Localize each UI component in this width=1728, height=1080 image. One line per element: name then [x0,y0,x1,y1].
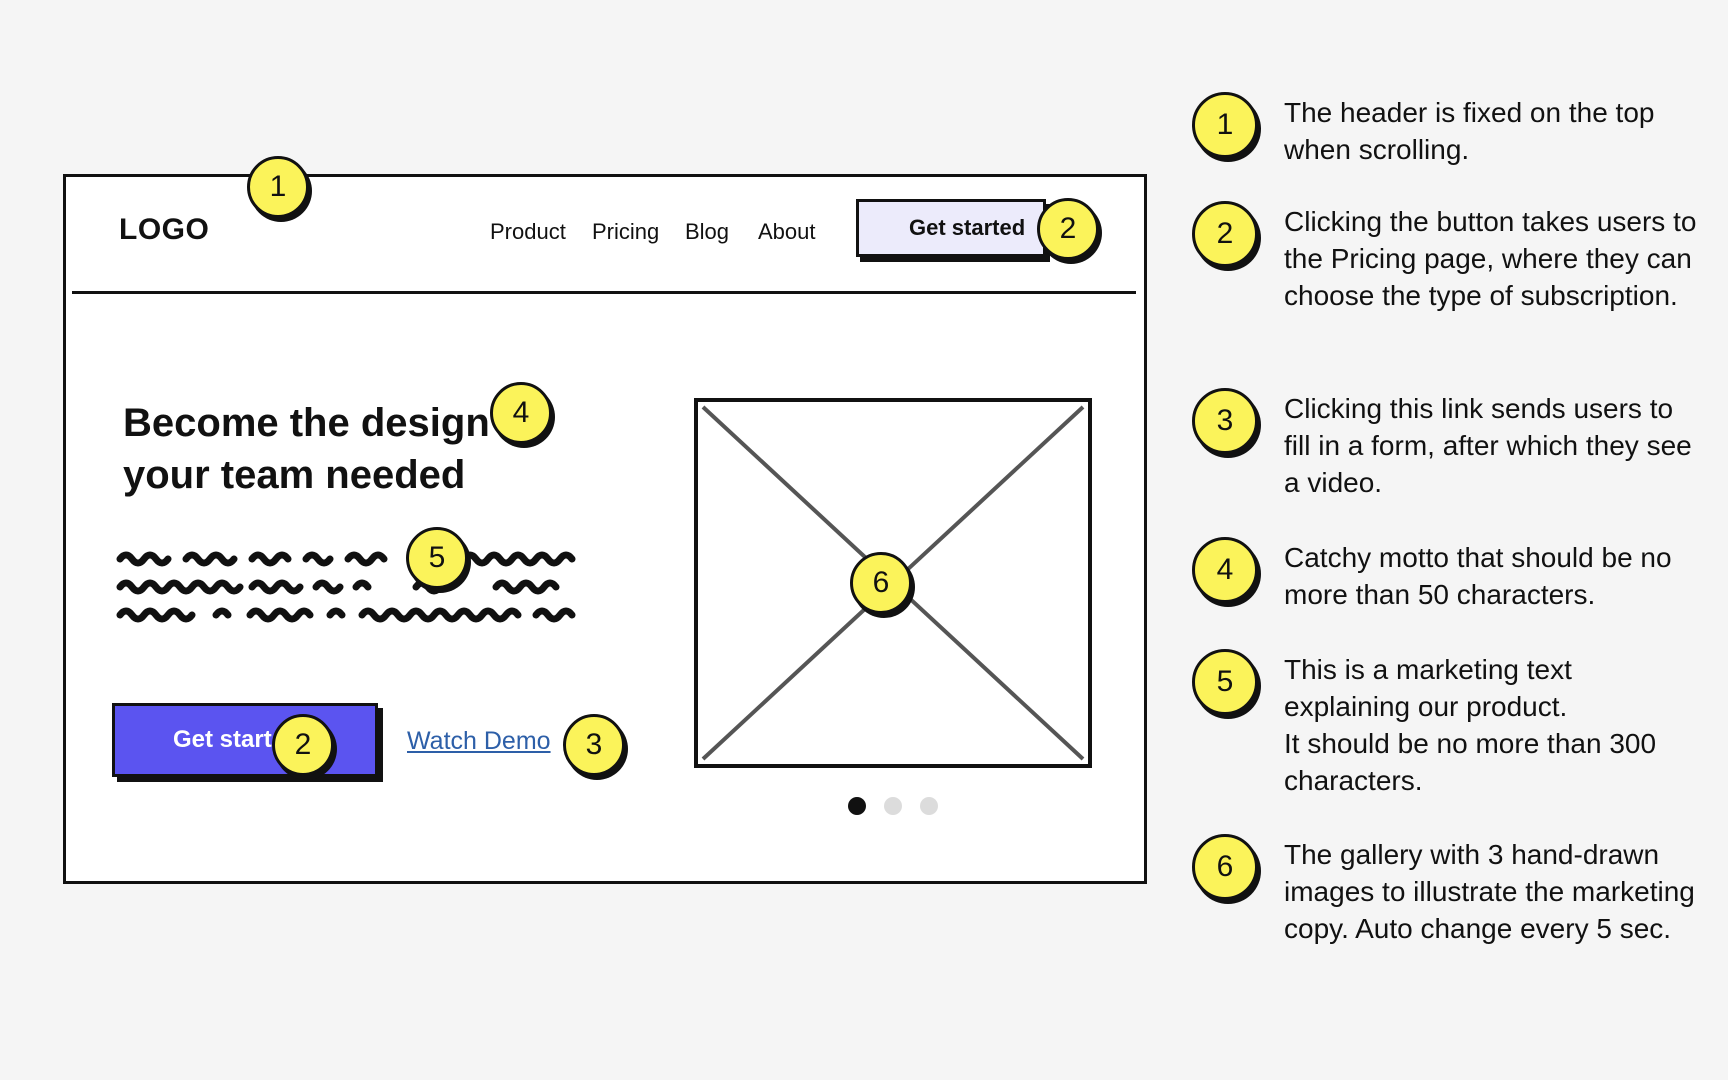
gallery-image-placeholder[interactable] [693,397,1093,769]
annotation-badge: 6 [1192,834,1258,900]
nav-pricing[interactable]: Pricing [592,219,660,244]
annotation-badge: 5 [1192,649,1258,715]
header-get-started-button[interactable]: Get started [856,199,1046,257]
annotation-text: Clicking this link sends users to fill i… [1284,393,1692,498]
annotation-badge: 1 [1192,92,1258,158]
annotation-badge: 4 [1192,537,1258,603]
header-divider [72,291,1136,294]
badge-marketing-text: 5 [406,527,468,589]
annotation-text: The header is fixed on the top when scro… [1284,97,1655,165]
nav-blog[interactable]: Blog [685,219,730,244]
badge-watch-demo: 3 [563,714,625,776]
annotation-badge: 2 [1192,201,1258,267]
gallery-pagination [848,797,938,815]
watch-demo-link[interactable]: Watch Demo [407,727,551,755]
logo: LOGO [119,213,210,246]
gallery-dot-1[interactable] [848,797,866,815]
annotation-text: Clicking the button takes users to the P… [1284,206,1697,311]
hero-headline: Become the design your team needed [123,401,490,497]
badge-header: 1 [247,156,309,218]
gallery-dot-3[interactable] [920,797,938,815]
badge-gallery: 6 [850,552,912,614]
badge-header-cta: 2 [1037,198,1099,260]
annotation-badge: 3 [1192,388,1258,454]
badge-headline: 4 [490,382,552,444]
hero-get-started-button[interactable]: Get started [112,703,378,777]
gallery-dot-2[interactable] [884,797,902,815]
wireframe-frame: LOGO Product Pricing Blog About Get star… [63,174,1147,884]
marketing-text-scribble [116,551,576,623]
annotation-text: The gallery with 3 hand-drawn images to … [1284,839,1695,944]
annotation-text: Catchy motto that should be no more than… [1284,542,1672,610]
nav-product[interactable]: Product [490,219,566,244]
annotation-list: 1 The header is fixed on the top when sc… [1188,0,1708,1080]
nav-about[interactable]: About [758,219,816,244]
badge-hero-cta: 2 [272,714,334,776]
annotation-text: This is a marketing text explaining our … [1284,654,1657,796]
